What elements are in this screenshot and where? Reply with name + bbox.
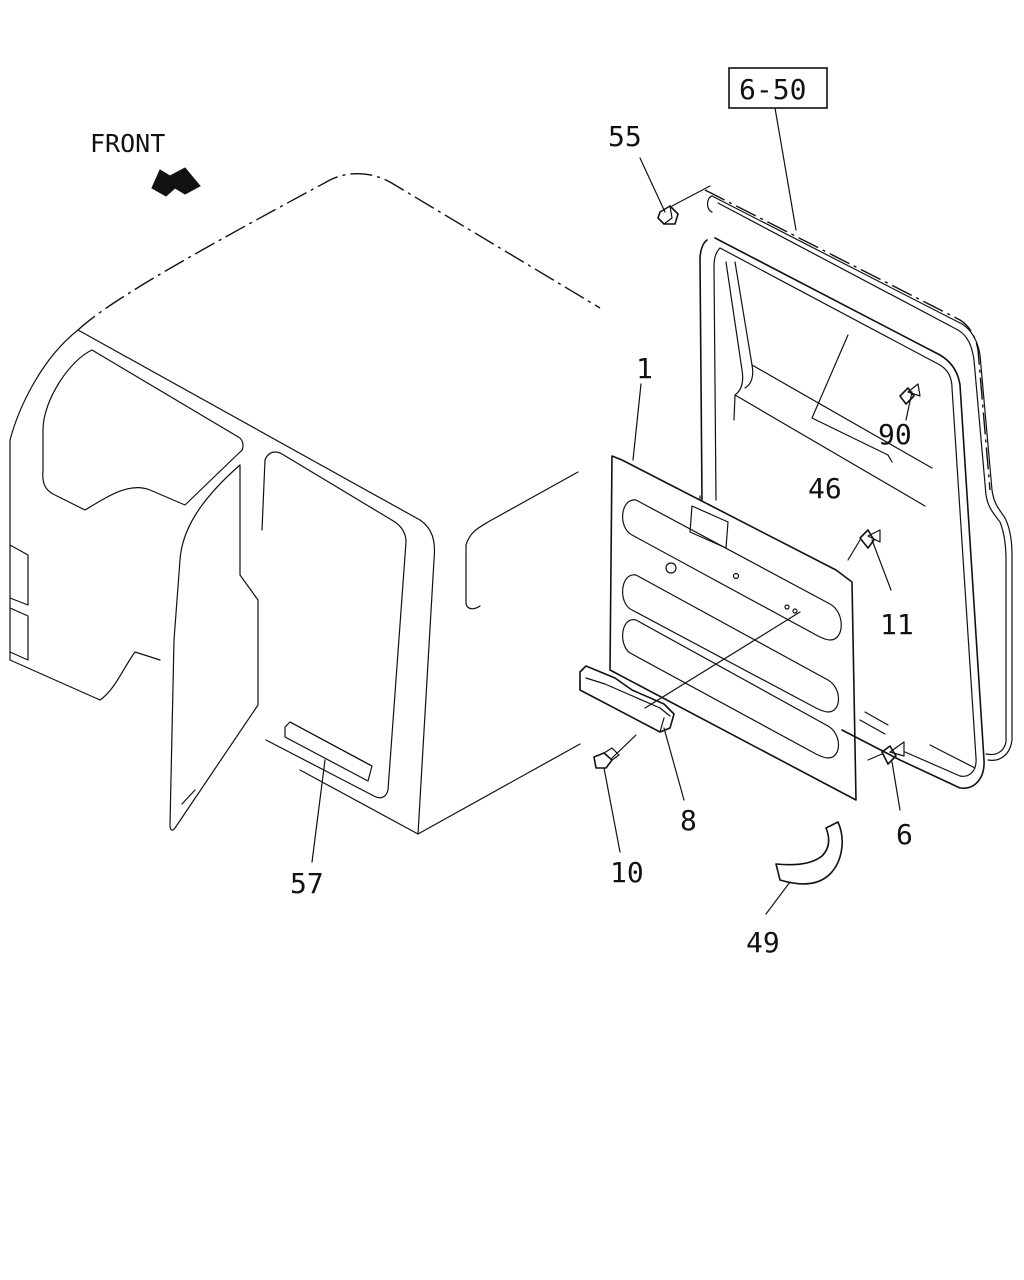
clip-11 bbox=[859, 529, 881, 549]
clip-90 bbox=[899, 383, 921, 405]
corner-seal-49 bbox=[775, 821, 843, 885]
pull-handle-8 bbox=[579, 665, 675, 733]
door-frame-46 bbox=[699, 189, 1013, 789]
part-label-49: 49 bbox=[746, 926, 780, 959]
part-label-55: 55 bbox=[608, 120, 642, 153]
clip-6 bbox=[881, 741, 905, 765]
reference-box-label: 6-50 bbox=[739, 73, 806, 106]
part-label-8: 8 bbox=[680, 804, 697, 837]
part-label-6: 6 bbox=[896, 818, 913, 851]
front-arrow-icon bbox=[151, 167, 201, 197]
screw-10 bbox=[593, 747, 620, 769]
trim-panel-1 bbox=[609, 455, 857, 801]
nut-55 bbox=[657, 205, 679, 225]
part-label-57: 57 bbox=[290, 867, 324, 900]
leader-lines bbox=[311, 107, 913, 915]
part-label-46: 46 bbox=[808, 472, 842, 505]
cab-body bbox=[9, 172, 601, 835]
front-label: FRONT bbox=[90, 129, 165, 158]
part-label-90: 90 bbox=[878, 418, 912, 451]
part-label-1: 1 bbox=[636, 352, 653, 385]
part-label-10: 10 bbox=[610, 856, 644, 889]
part-label-11: 11 bbox=[880, 608, 914, 641]
reference-box bbox=[728, 67, 828, 109]
